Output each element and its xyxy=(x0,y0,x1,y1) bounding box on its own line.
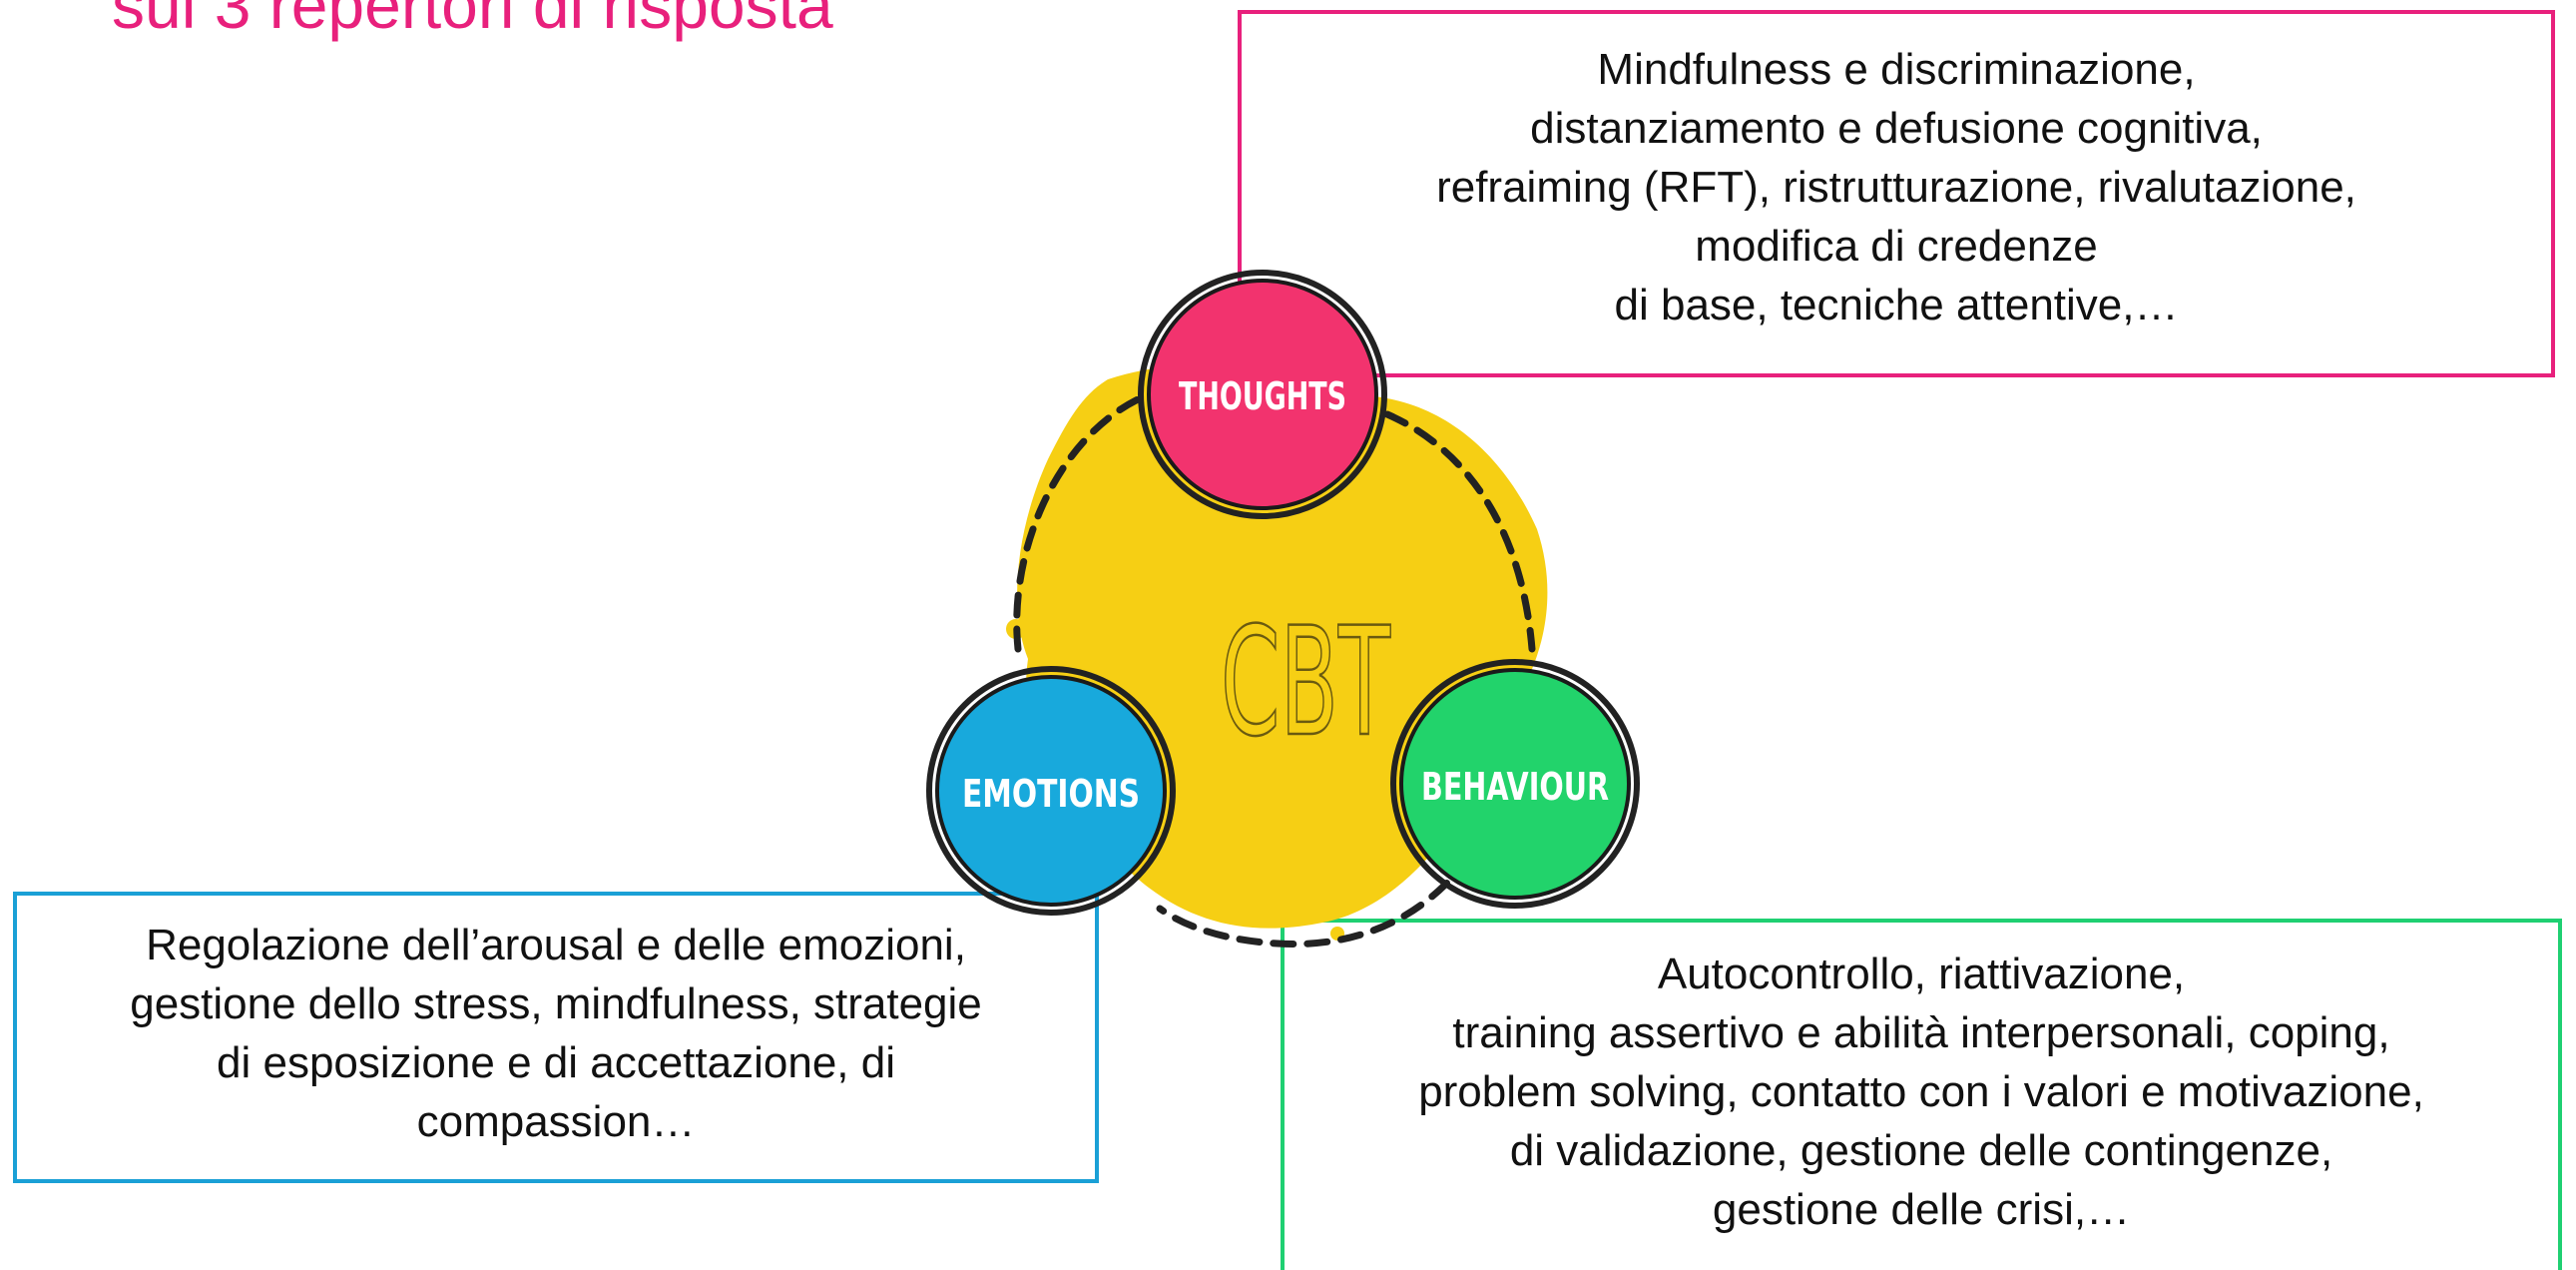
emotions-line: gestione dello stress, mindfulness, stra… xyxy=(130,979,982,1028)
emotions-line: compassion… xyxy=(416,1097,696,1146)
cbt-triangle-diagram: THOUGHTS EMOTIONS BEHAVIOUR CBT xyxy=(926,270,1640,949)
behaviour-line: di validazione, gestione delle contingen… xyxy=(1509,1126,2333,1175)
thoughts-line: modifica di credenze xyxy=(1695,222,2098,271)
behaviour-line: training assertivo e abilità interperson… xyxy=(1452,1008,2390,1057)
cbt-center-label: CBT xyxy=(1221,596,1391,770)
behaviour-techniques-box: Autocontrollo, riattivazione, training a… xyxy=(1281,919,2562,1270)
thoughts-line: refraiming (RFT), ristrutturazione, riva… xyxy=(1436,163,2356,212)
thoughts-line: Mindfulness e discriminazione, xyxy=(1597,45,2196,94)
dashed-outline xyxy=(1013,395,1536,949)
thoughts-techniques-box: Mindfulness e discriminazione, distanzia… xyxy=(1238,10,2555,377)
behaviour-circle: BEHAVIOUR xyxy=(1390,659,1640,909)
thoughts-line: di base, tecniche attentive,… xyxy=(1614,281,2179,329)
behaviour-line: problem solving, contatto con i valori e… xyxy=(1418,1067,2424,1116)
thoughts-line: distanziamento e defusione cognitiva, xyxy=(1530,104,2263,153)
thoughts-label: THOUGHTS xyxy=(1179,374,1346,418)
slide-title: sul 3 repertori di risposta xyxy=(112,0,833,42)
emotions-circle: EMOTIONS xyxy=(926,666,1176,916)
thoughts-circle: THOUGHTS xyxy=(1138,270,1387,519)
behaviour-label: BEHAVIOUR xyxy=(1421,765,1609,809)
emotions-line: di esposizione e di accettazione, di xyxy=(217,1038,895,1087)
emotions-techniques-box: Regolazione dell’arousal e delle emozion… xyxy=(13,892,1099,1183)
behaviour-line: gestione delle crisi,… xyxy=(1712,1185,2131,1234)
emotions-label: EMOTIONS xyxy=(962,772,1140,816)
emotions-line: Regolazione dell’arousal e delle emozion… xyxy=(146,921,966,969)
behaviour-line: Autocontrollo, riattivazione, xyxy=(1657,950,2186,998)
